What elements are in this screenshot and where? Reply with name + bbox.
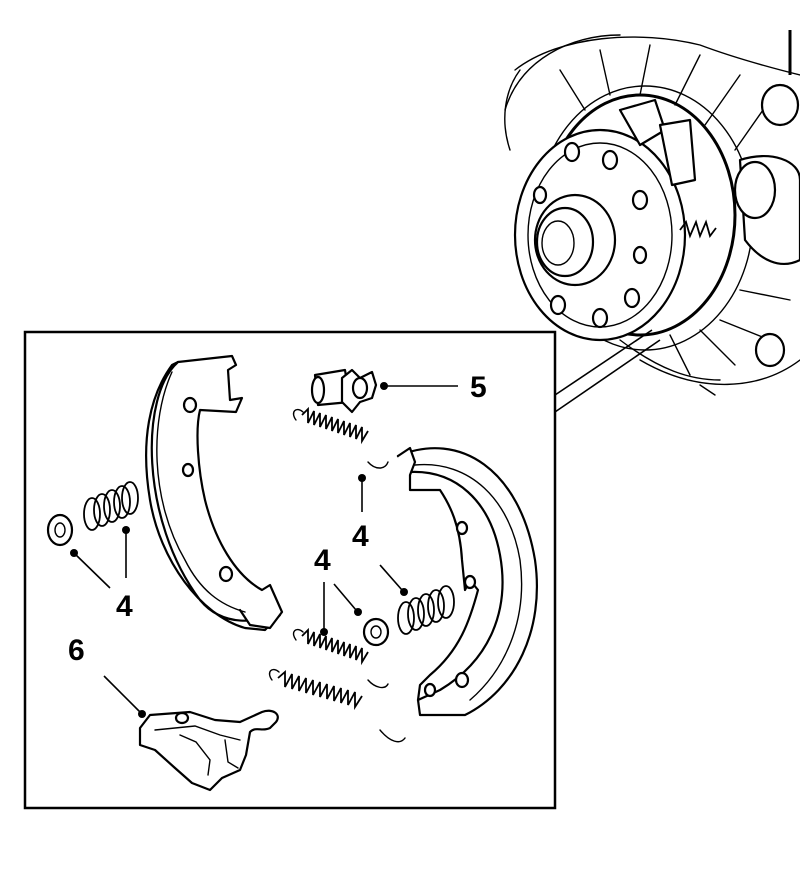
right-hold-down-cup xyxy=(362,617,390,647)
callout-4-left-label: 4 xyxy=(116,590,133,623)
callout-4-mid-label: 4 xyxy=(314,544,331,577)
callout-4-left: 4 xyxy=(70,526,133,623)
exploded-view-frame xyxy=(23,330,557,810)
callout-6: 6 xyxy=(68,634,146,718)
adjuster-part xyxy=(310,368,378,414)
left-hold-down-spring xyxy=(83,481,139,531)
detail-pointer xyxy=(554,329,661,413)
right-brake-shoe xyxy=(396,446,538,717)
callout-5-label: 5 xyxy=(470,371,487,404)
callout-4-mid: 4 xyxy=(314,544,408,636)
callout-5: 5 xyxy=(380,371,487,404)
callout-6-label: 6 xyxy=(68,634,85,667)
hub-assembly-view xyxy=(504,30,800,396)
middle-return-spring xyxy=(292,627,389,689)
left-brake-shoe xyxy=(145,354,284,632)
upper-return-spring xyxy=(292,406,389,469)
callout-4-top: 4 xyxy=(352,474,369,553)
lower-return-spring xyxy=(268,668,406,743)
callout-4-top-label: 4 xyxy=(352,520,369,553)
assembly-spring xyxy=(679,219,717,239)
right-hold-down-spring xyxy=(397,585,455,635)
left-hold-down-cup xyxy=(46,513,74,547)
parking-brake-lever xyxy=(138,709,279,792)
